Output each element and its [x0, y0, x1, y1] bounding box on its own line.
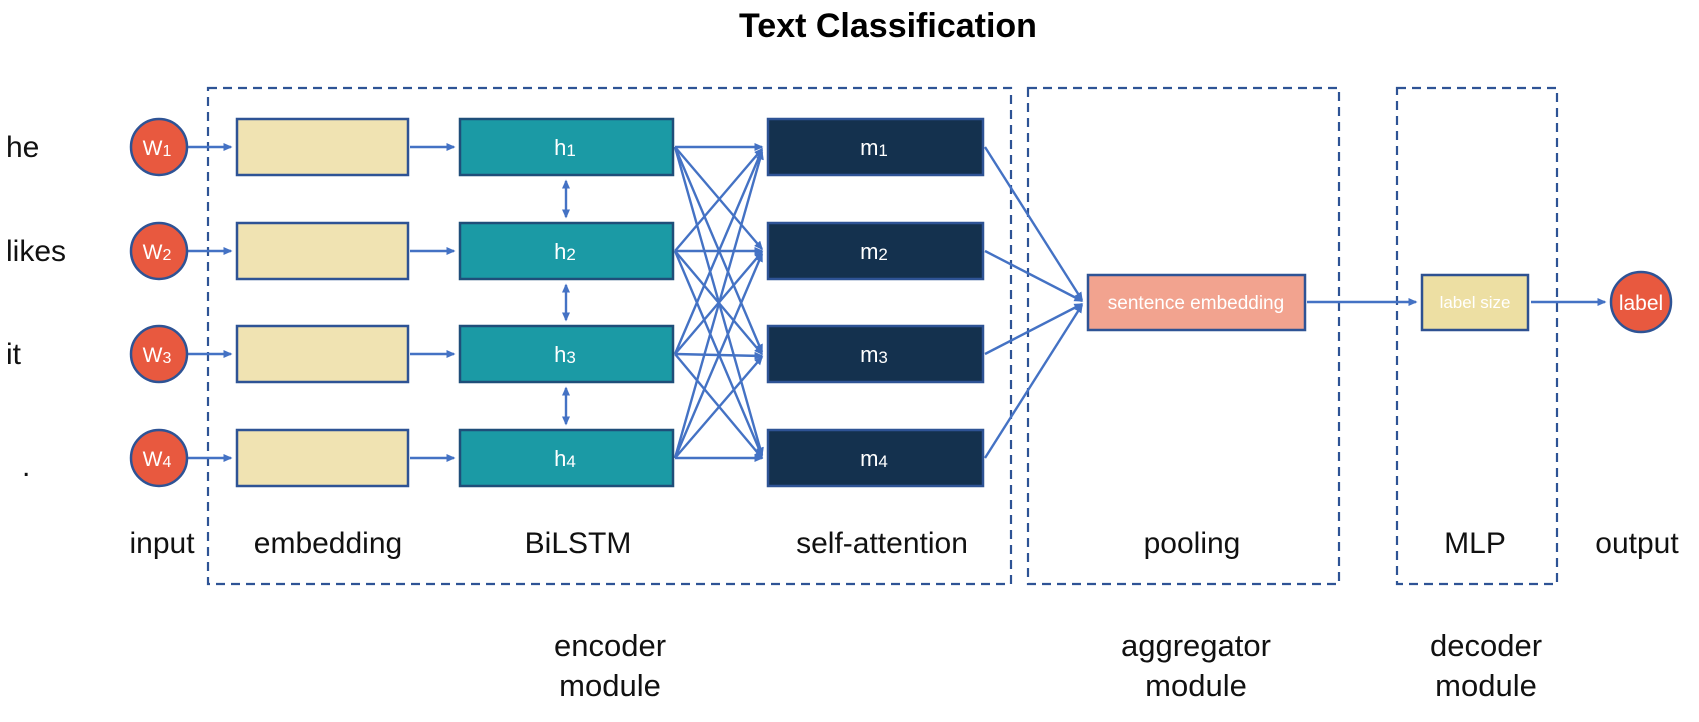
decoder-module-box	[1397, 88, 1557, 584]
embedding-box	[237, 119, 408, 175]
label-size-label: label size	[1440, 293, 1511, 312]
embedding-box	[237, 430, 408, 486]
input-word: it	[6, 338, 22, 371]
column-label-self-attention: self-attention	[796, 527, 968, 560]
aggregator-module-label-line1: aggregator	[1121, 628, 1271, 663]
embedding-box	[237, 223, 408, 279]
encoder-module-label-line2: module	[559, 668, 661, 703]
column-label-embedding: embedding	[254, 527, 402, 560]
decoder-module-label-line1: decoder	[1430, 628, 1542, 663]
aggregator-module-box	[1028, 88, 1339, 584]
sentence-embedding-label: sentence embedding	[1108, 293, 1284, 314]
aggregator-module-label-line2: module	[1145, 668, 1247, 703]
output-node-label: label	[1619, 292, 1663, 315]
column-label-pooling: pooling	[1144, 527, 1241, 560]
decoder-module-label-line2: module	[1435, 668, 1537, 703]
column-label-mlp: MLP	[1444, 527, 1506, 560]
column-label-input: input	[129, 527, 195, 560]
input-word: .	[22, 450, 30, 483]
column-label-output: output	[1595, 527, 1679, 560]
embedding-box	[237, 326, 408, 382]
column-label-bilstm: BiLSTM	[525, 527, 632, 560]
diagram-title: Text Classification	[739, 7, 1037, 45]
encoder-module-label-line1: encoder	[554, 628, 666, 663]
input-word: likes	[6, 235, 66, 268]
input-word: he	[6, 131, 39, 164]
